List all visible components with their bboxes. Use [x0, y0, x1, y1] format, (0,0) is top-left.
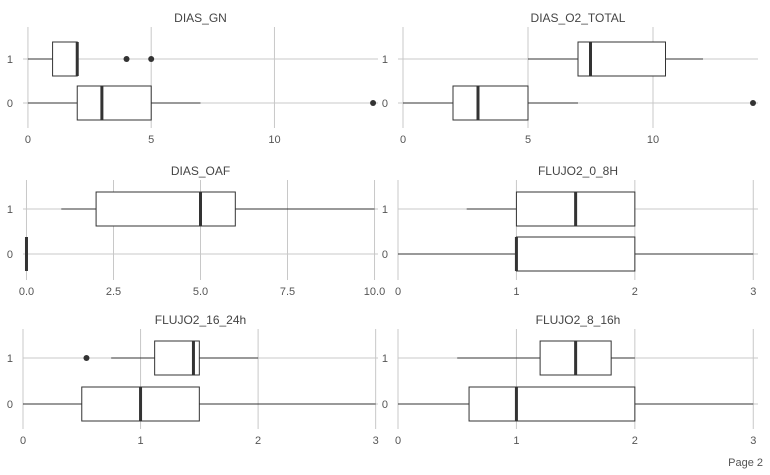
panel-5: FLUJO2_16_24h 0 1 2 3 1 0 [7, 313, 379, 447]
outlier-point [750, 100, 756, 106]
x-tick-label: 0 [25, 134, 31, 146]
y-tick-label: 1 [7, 54, 13, 66]
panel-title: DIAS_GN [174, 11, 227, 25]
y-tick-label: 1 [382, 54, 388, 66]
x-tick-label: 0 [395, 286, 401, 298]
box-iqr [468, 386, 636, 422]
x-tick-label: 1 [137, 435, 143, 447]
panel-title: DIAS_O2_TOTAL [531, 11, 626, 25]
x-tick-label: 2.5 [106, 286, 121, 298]
box-iqr [577, 41, 666, 77]
outlier-point [83, 355, 90, 361]
box-group-0 [398, 386, 754, 422]
box-group-1 [61, 191, 375, 227]
panel-title: FLUJO2_0_8H [538, 164, 618, 178]
x-tick-label: 10 [268, 134, 280, 146]
box-iqr [515, 236, 636, 272]
x-tick-label: 2 [255, 435, 261, 447]
outlier-point [148, 56, 155, 62]
panel-title: FLUJO2_16_24h [155, 313, 246, 327]
panel-6: FLUJO2_8_16h 0 1 2 3 1 0 [382, 313, 758, 447]
box-group-1 [528, 41, 703, 77]
box-group-0 [23, 386, 376, 422]
panel-title: FLUJO2_8_16h [536, 313, 621, 327]
x-tick-label: 5 [148, 134, 154, 146]
y-tick-label: 1 [382, 204, 388, 216]
box-group-1 [83, 340, 259, 376]
box-group-1 [466, 191, 636, 227]
box-iqr [95, 191, 236, 227]
x-tick-label: 10 [647, 134, 659, 146]
y-tick-label: 0 [382, 98, 388, 110]
x-tick-label: 0 [20, 435, 26, 447]
x-tick-label: 7.5 [280, 286, 295, 298]
x-tick-label: 1 [513, 435, 519, 447]
x-tick-label: 2 [632, 286, 638, 298]
x-tick-label: 5.0 [193, 286, 208, 298]
outlier-point [123, 56, 130, 62]
x-tick-label: 5 [525, 134, 531, 146]
box-group-0 [398, 236, 754, 272]
y-tick-label: 1 [7, 353, 13, 365]
x-tick-label: 0.0 [19, 286, 34, 298]
box-iqr [52, 41, 78, 77]
x-tick-label: 3 [373, 435, 379, 447]
y-tick-label: 1 [382, 353, 388, 365]
x-tick-label: 1 [513, 286, 519, 298]
x-tick-label: 10.0 [364, 286, 385, 298]
y-tick-label: 0 [382, 399, 388, 411]
panel-title: DIAS_OAF [171, 164, 230, 178]
x-tick-label: 3 [750, 286, 756, 298]
page-footer: Page 2 [728, 457, 763, 469]
box-group-0 [403, 85, 756, 121]
y-tick-label: 0 [7, 399, 13, 411]
outlier-point [370, 100, 377, 106]
x-tick-label: 2 [632, 435, 638, 447]
box-group-1 [457, 340, 635, 376]
box-group-1 [27, 41, 155, 77]
x-tick-label: 3 [750, 435, 756, 447]
y-tick-label: 0 [7, 98, 13, 110]
panel-4: FLUJO2_0_8H 0 1 2 3 1 0 [382, 164, 758, 298]
y-tick-label: 0 [7, 249, 13, 261]
box-iqr [154, 340, 200, 376]
y-tick-label: 0 [382, 249, 388, 261]
y-tick-label: 1 [7, 204, 13, 216]
x-tick-label: 0 [400, 134, 406, 146]
box-group-0 [27, 85, 377, 121]
x-tick-label: 0 [395, 435, 401, 447]
box-iqr [76, 85, 152, 121]
box-iqr [452, 85, 529, 121]
panel-3: DIAS_OAF 0.0 2.5 5.0 7.5 10.0 1 0 [7, 164, 385, 298]
